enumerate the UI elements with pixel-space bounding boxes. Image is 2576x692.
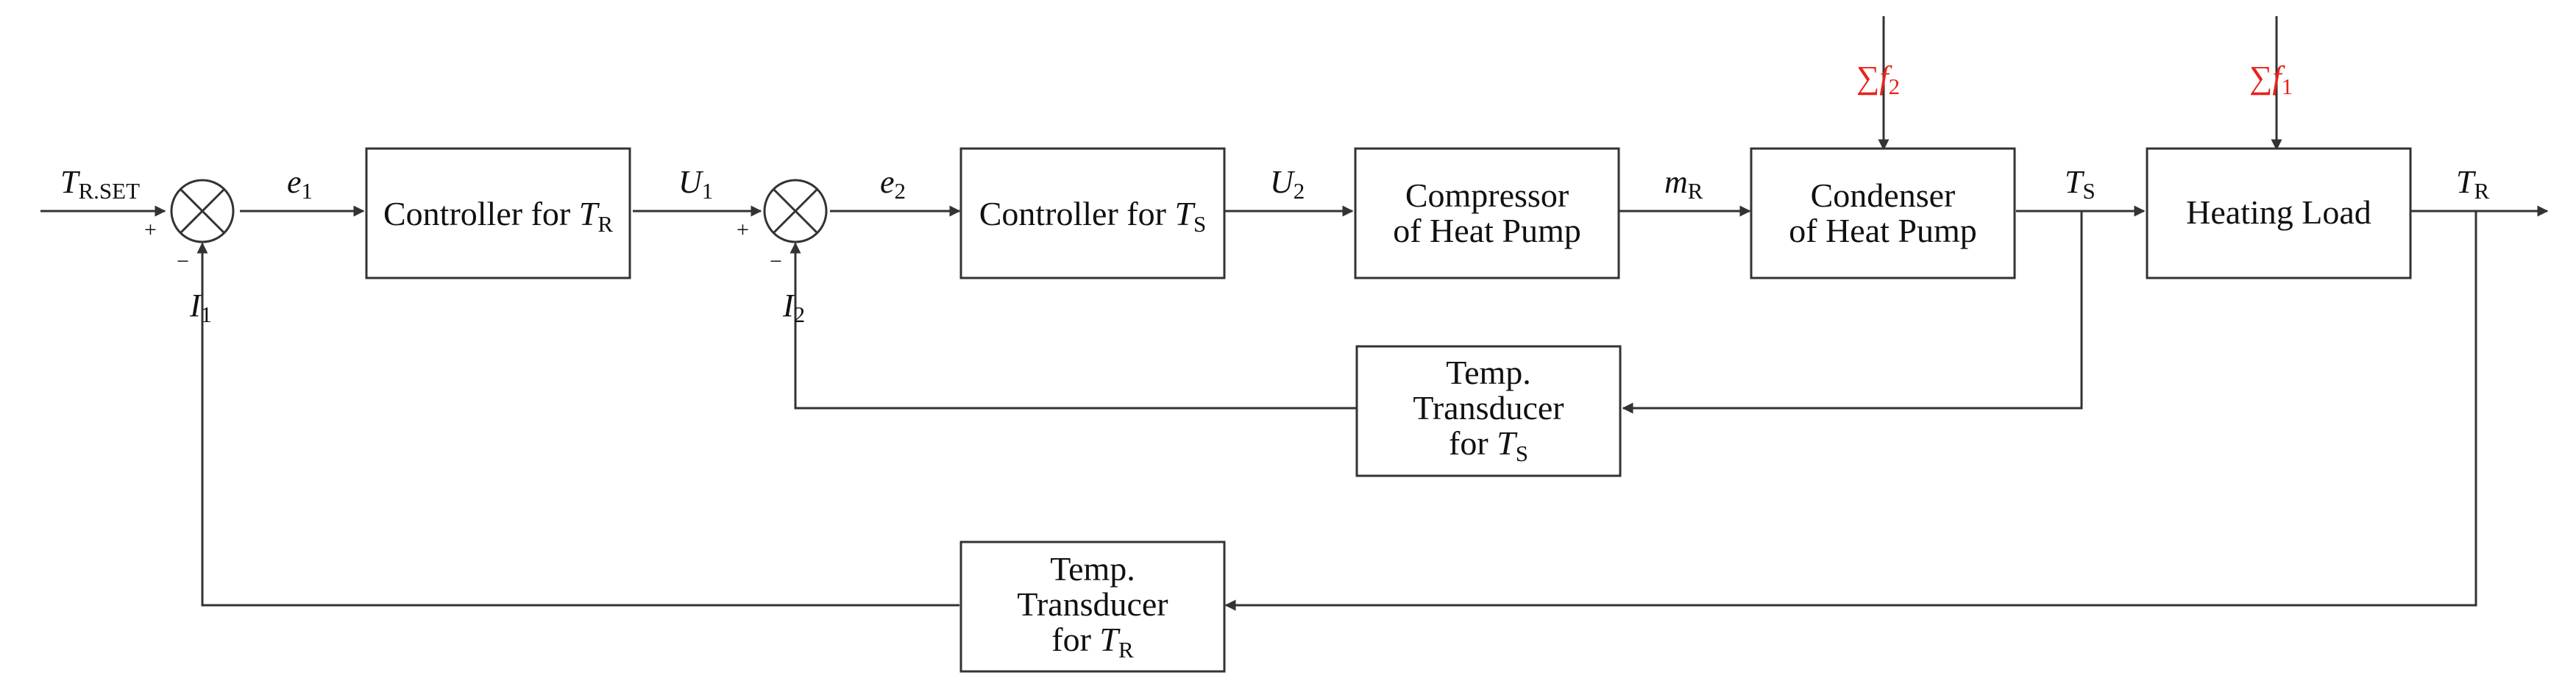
signal-label-u1: U1 xyxy=(678,164,713,204)
svg-text:Transducer: Transducer xyxy=(1017,585,1168,623)
svg-text:of Heat Pump: of Heat Pump xyxy=(1789,212,1977,249)
svg-text:of Heat Pump: of Heat Pump xyxy=(1393,212,1581,249)
svg-text:Compressor: Compressor xyxy=(1405,176,1569,214)
i1-feedback-wire xyxy=(196,242,959,607)
svg-text:Transducer: Transducer xyxy=(1413,389,1564,427)
controller-ts-block: Controller for TS xyxy=(959,147,1226,279)
disturbance-label-f1: ∑f1 xyxy=(2249,60,2293,99)
sum1-minus-sign: − xyxy=(177,249,189,274)
transducer-ts-block: Temp. Transducer for TS xyxy=(1355,345,1622,477)
sum2-minus-sign: − xyxy=(770,249,782,274)
svg-text:Controller for TS: Controller for TS xyxy=(979,195,1207,237)
svg-text:Controller for TR: Controller for TR xyxy=(383,195,613,237)
signal-label-i1: I1 xyxy=(189,288,212,327)
svg-text:Temp.: Temp. xyxy=(1446,354,1531,391)
signal-label-u2: U2 xyxy=(1270,164,1305,204)
ts-feedback-wire xyxy=(1622,211,2083,414)
condenser-block: Condenser of Heat Pump xyxy=(1750,147,2016,279)
controller-tr-block: Controller for TR xyxy=(365,147,631,279)
i2-feedback-wire xyxy=(790,242,1357,410)
signal-label-e1: e1 xyxy=(287,164,313,204)
signal-label-ts: TS xyxy=(2065,164,2096,204)
summing-junction-1: + − xyxy=(144,179,235,274)
signal-label-i2: I2 xyxy=(782,288,805,327)
transducer-tr-block: Temp. Transducer for TR xyxy=(959,541,1226,673)
heating-load-block: Heating Load xyxy=(2146,147,2412,279)
compressor-block: Compressor of Heat Pump xyxy=(1354,147,1620,279)
svg-text:Temp.: Temp. xyxy=(1050,550,1135,588)
svg-text:for TS: for TS xyxy=(1449,424,1528,466)
svg-text:Condenser: Condenser xyxy=(1811,176,1956,214)
svg-text:Heating Load: Heating Load xyxy=(2186,193,2371,231)
summing-junction-2: + − xyxy=(737,179,828,274)
tr-feedback-wire xyxy=(1224,211,2477,611)
svg-text:for TR: for TR xyxy=(1051,621,1134,663)
signal-label-setpoint: TR.SET xyxy=(60,164,140,204)
signal-label-tr: TR xyxy=(2456,164,2489,204)
signal-label-e2: e2 xyxy=(880,164,906,204)
sum1-plus-sign: + xyxy=(144,218,157,242)
sum2-plus-sign: + xyxy=(737,218,749,242)
disturbance-label-f2: ∑f2 xyxy=(1856,60,1900,99)
signal-label-mr: mR xyxy=(1664,164,1703,204)
